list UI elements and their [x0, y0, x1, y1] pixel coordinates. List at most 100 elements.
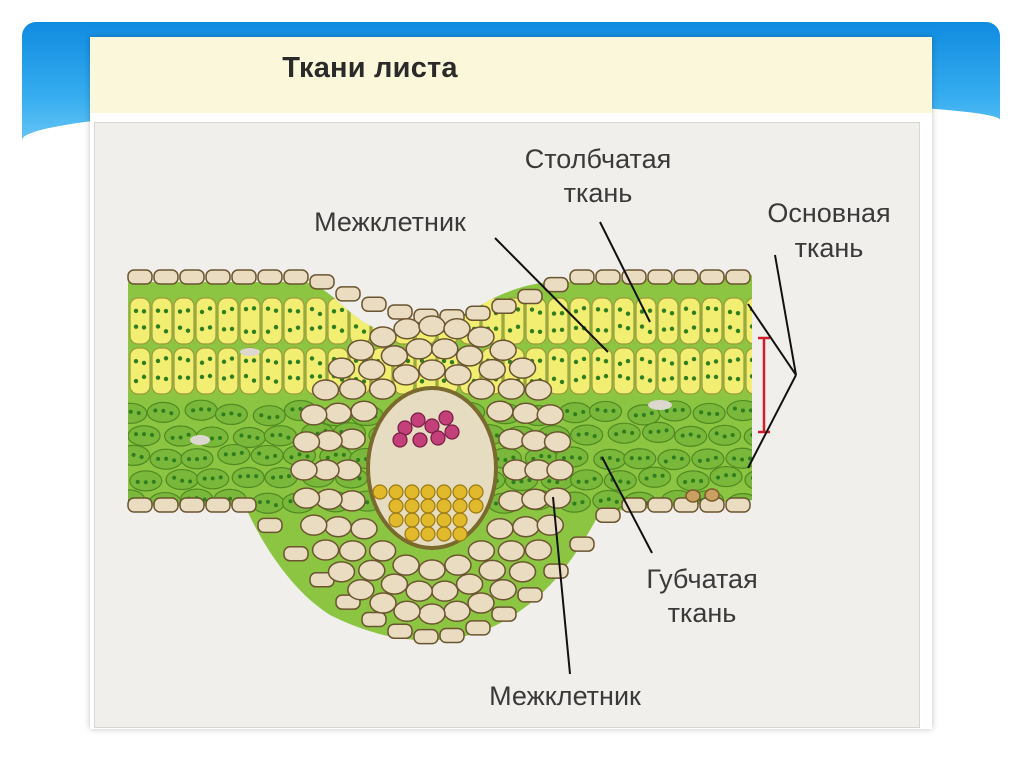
ground-tissue-cell — [340, 379, 366, 399]
epidermis-cell — [648, 270, 672, 284]
epidermis-cell — [492, 607, 516, 621]
epidermis-cell — [128, 498, 152, 512]
ground-tissue-cell — [537, 515, 563, 535]
ground-tissue-cell — [525, 380, 551, 400]
palisade-cell — [174, 348, 194, 394]
ground-tissue-cell — [394, 319, 420, 339]
epidermis-cell — [154, 270, 178, 284]
spongy-cell — [181, 449, 213, 469]
ground-tissue-cell — [537, 405, 563, 425]
phloem-cell — [421, 499, 435, 513]
epidermis-cell — [128, 270, 152, 284]
palisade-cell — [680, 348, 700, 394]
ground-tissue-cell — [406, 581, 432, 601]
phloem-cell — [469, 499, 483, 513]
spongy-cell — [185, 400, 217, 420]
ground-tissue-cell — [419, 360, 445, 380]
phloem-cell — [437, 485, 451, 499]
spongy-cell — [252, 493, 284, 513]
spongy-cell — [118, 445, 150, 465]
ground-tissue-cell — [499, 429, 525, 449]
spongy-cell — [130, 471, 162, 491]
spongy-cell — [264, 426, 296, 446]
ground-tissue-cell — [445, 365, 471, 385]
ground-tissue-cell — [419, 604, 445, 624]
label-spongy-line2: ткань — [668, 598, 737, 628]
ground-tissue-cell — [393, 365, 419, 385]
palisade-cell — [284, 348, 304, 394]
palisade-cell — [130, 298, 150, 344]
epidermis-cell — [284, 547, 308, 561]
epidermis-cell — [726, 270, 750, 284]
spongy-cell — [128, 426, 160, 446]
xylem-cell — [413, 433, 427, 447]
palisade-cell — [152, 348, 172, 394]
palisade-cell — [218, 348, 238, 394]
ground-tissue-cell — [468, 379, 494, 399]
phloem-cell — [453, 513, 467, 527]
epidermis-cell — [518, 588, 542, 602]
palisade-cell — [636, 298, 656, 344]
ground-tissue-cell — [419, 560, 445, 580]
ground-tissue-cell — [510, 562, 536, 582]
palisade-cell — [570, 348, 590, 394]
epidermis-cell — [336, 287, 360, 301]
spongy-cell — [571, 470, 603, 490]
spongy-cell — [639, 467, 671, 487]
epidermis-cell — [310, 275, 334, 289]
epidermis-cell — [466, 306, 490, 320]
ground-tissue-cell — [325, 517, 351, 537]
epidermis-cell — [700, 270, 724, 284]
ground-tissue-cell — [359, 560, 385, 580]
spongy-cell — [692, 449, 724, 469]
phloem-cell — [453, 527, 467, 541]
phloem-cell — [469, 485, 483, 499]
ground-tissue-cell — [351, 401, 377, 421]
spongy-cell — [232, 468, 264, 488]
epidermis-cell — [414, 630, 438, 644]
label-palisade-line2: ткань — [564, 178, 633, 208]
spongy-cell — [643, 422, 675, 442]
ground-tissue-cell — [340, 541, 366, 561]
palisade-cell — [174, 298, 194, 344]
epidermis-cell — [544, 278, 568, 292]
palisade-cell — [526, 298, 546, 344]
palisade-cell — [262, 298, 282, 344]
ground-tissue-cell — [513, 517, 539, 537]
xylem-cell — [439, 411, 453, 425]
epidermis-cell — [648, 498, 672, 512]
ground-tissue-cell — [479, 560, 505, 580]
phloem-cell — [405, 499, 419, 513]
ground-tissue-cell — [487, 519, 513, 539]
ground-tissue-cell — [487, 401, 513, 421]
ground-tissue-cell — [313, 380, 339, 400]
ground-tissue-cell — [490, 580, 516, 600]
palisade-cell — [702, 348, 722, 394]
phloem-cell — [405, 513, 419, 527]
spongy-cell — [165, 426, 197, 446]
ground-tissue-cell — [293, 488, 319, 508]
ground-tissue-cell — [370, 379, 396, 399]
spongy-cell — [658, 450, 690, 470]
palisade-cell — [614, 298, 634, 344]
spongy-cell — [677, 471, 709, 491]
phloem-cell — [437, 527, 451, 541]
spongy-cell — [150, 449, 182, 469]
palisade-cell — [658, 298, 678, 344]
spongy-cell — [559, 403, 591, 423]
epidermis-cell — [492, 299, 516, 313]
phloem-cell — [373, 485, 387, 499]
ground-tissue-cell — [301, 405, 327, 425]
ground-tissue-cell — [468, 593, 494, 613]
epidermis-cell — [154, 498, 178, 512]
label-ground-line2: ткань — [795, 233, 864, 263]
ground-tissue-cell — [419, 316, 445, 336]
palisade-cell — [658, 348, 678, 394]
ground-tissue-cell — [370, 593, 396, 613]
spongy-cell — [571, 425, 603, 445]
phloem-cell — [453, 485, 467, 499]
label-intercellular-top: Межклетник — [314, 207, 466, 237]
epidermis-cell — [596, 508, 620, 522]
palisade-cell — [570, 298, 590, 344]
